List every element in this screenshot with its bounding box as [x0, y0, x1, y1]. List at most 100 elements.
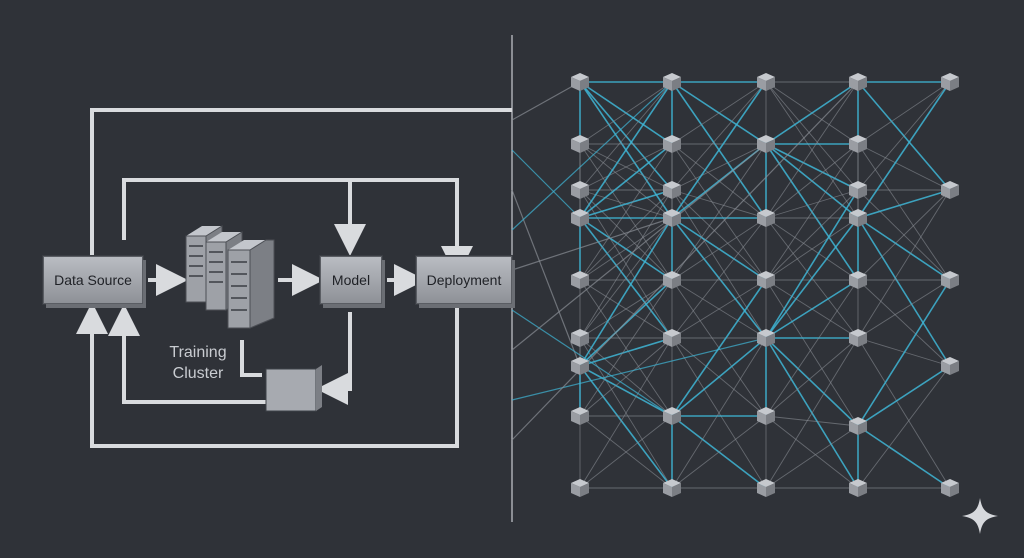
mesh-link [765, 189, 859, 339]
mesh-node [663, 329, 681, 347]
mesh-link [857, 425, 951, 489]
mesh-node [571, 209, 589, 227]
mesh-link [765, 189, 859, 219]
mesh-link [857, 217, 951, 367]
mesh-link [511, 149, 581, 219]
mesh-node [571, 329, 589, 347]
mesh-link [857, 81, 951, 219]
mesh-link [857, 217, 951, 281]
mesh-link [765, 337, 859, 417]
mesh-link [765, 217, 859, 339]
mesh-link [671, 189, 767, 339]
mesh-link [671, 81, 767, 145]
mesh-link [511, 81, 581, 121]
mesh-link [857, 189, 951, 281]
checkpoint-box [265, 365, 322, 412]
mesh-link [511, 309, 673, 417]
mesh-link [579, 81, 673, 191]
mesh-link [857, 365, 951, 427]
mesh-link [765, 143, 859, 281]
mesh-nodes [571, 73, 959, 497]
mesh-link [765, 279, 859, 417]
mesh-node [571, 135, 589, 153]
mesh-link [511, 337, 767, 401]
mesh-node [663, 209, 681, 227]
mesh-link [857, 189, 951, 339]
mesh-node [849, 135, 867, 153]
mesh-link [579, 279, 673, 367]
mesh-link [857, 279, 951, 367]
mesh-link [765, 81, 859, 145]
mesh-link [579, 143, 673, 219]
mesh-link [579, 217, 673, 367]
mesh-link [671, 337, 767, 417]
mesh-link [579, 143, 673, 191]
mesh-link [671, 415, 767, 489]
mesh-link [857, 143, 951, 281]
mesh-link [511, 143, 767, 351]
mesh-link [857, 279, 951, 339]
mesh-node [757, 73, 775, 91]
mesh-link [579, 365, 673, 417]
mesh-node [757, 135, 775, 153]
mesh-node [849, 417, 867, 435]
mesh-link [765, 279, 859, 339]
data-source-box: Data Source [43, 256, 143, 304]
deployment-box: Deployment [416, 256, 512, 304]
mesh-link [511, 217, 673, 271]
training-cluster-label: Training Cluster [156, 342, 240, 384]
mesh-link [765, 81, 859, 191]
mesh-link [579, 415, 673, 489]
mesh-node [941, 357, 959, 375]
mesh-network [511, 81, 951, 489]
mesh-link [511, 81, 859, 441]
mesh-link [579, 337, 673, 417]
mesh-node [663, 181, 681, 199]
mesh-link [857, 81, 951, 145]
mesh-link [579, 365, 673, 489]
deployment-label: Deployment [426, 272, 502, 288]
mesh-link [671, 337, 767, 489]
mesh-link [857, 279, 951, 427]
mesh-link [671, 217, 767, 339]
mesh-link [671, 143, 767, 191]
mesh-node [663, 135, 681, 153]
mesh-link [579, 81, 673, 219]
mesh-link [765, 279, 859, 427]
training-cluster-line2: Cluster [172, 365, 224, 382]
mesh-link [765, 415, 859, 427]
mesh-link [671, 279, 767, 339]
mesh-link [857, 365, 951, 489]
mesh-link [765, 337, 859, 489]
mesh-node [757, 329, 775, 347]
mesh-link [765, 217, 859, 281]
mesh-link [579, 217, 673, 281]
mesh-link [579, 143, 673, 281]
mesh-link [765, 143, 859, 191]
mesh-node [849, 479, 867, 497]
mesh-link [511, 81, 673, 231]
mesh-node [571, 357, 589, 375]
mesh-node [663, 479, 681, 497]
mesh-link [671, 81, 767, 191]
mesh-node [571, 271, 589, 289]
mesh-link [765, 415, 859, 489]
model-label: Model [331, 272, 371, 288]
mesh-link [671, 217, 767, 281]
data-source-label: Data Source [54, 272, 132, 288]
mesh-link [857, 337, 951, 489]
mesh-link [765, 425, 859, 489]
mesh-node [849, 73, 867, 91]
mesh-node [849, 271, 867, 289]
mesh-link [579, 337, 673, 367]
mesh-link [579, 217, 673, 339]
mesh-node [757, 209, 775, 227]
mesh-link [579, 189, 673, 339]
mesh-node [571, 407, 589, 425]
mesh-node [849, 329, 867, 347]
mesh-link [579, 337, 673, 489]
mesh-link [671, 81, 767, 219]
mesh-node [849, 209, 867, 227]
mesh-node [663, 271, 681, 289]
mesh-node [663, 407, 681, 425]
